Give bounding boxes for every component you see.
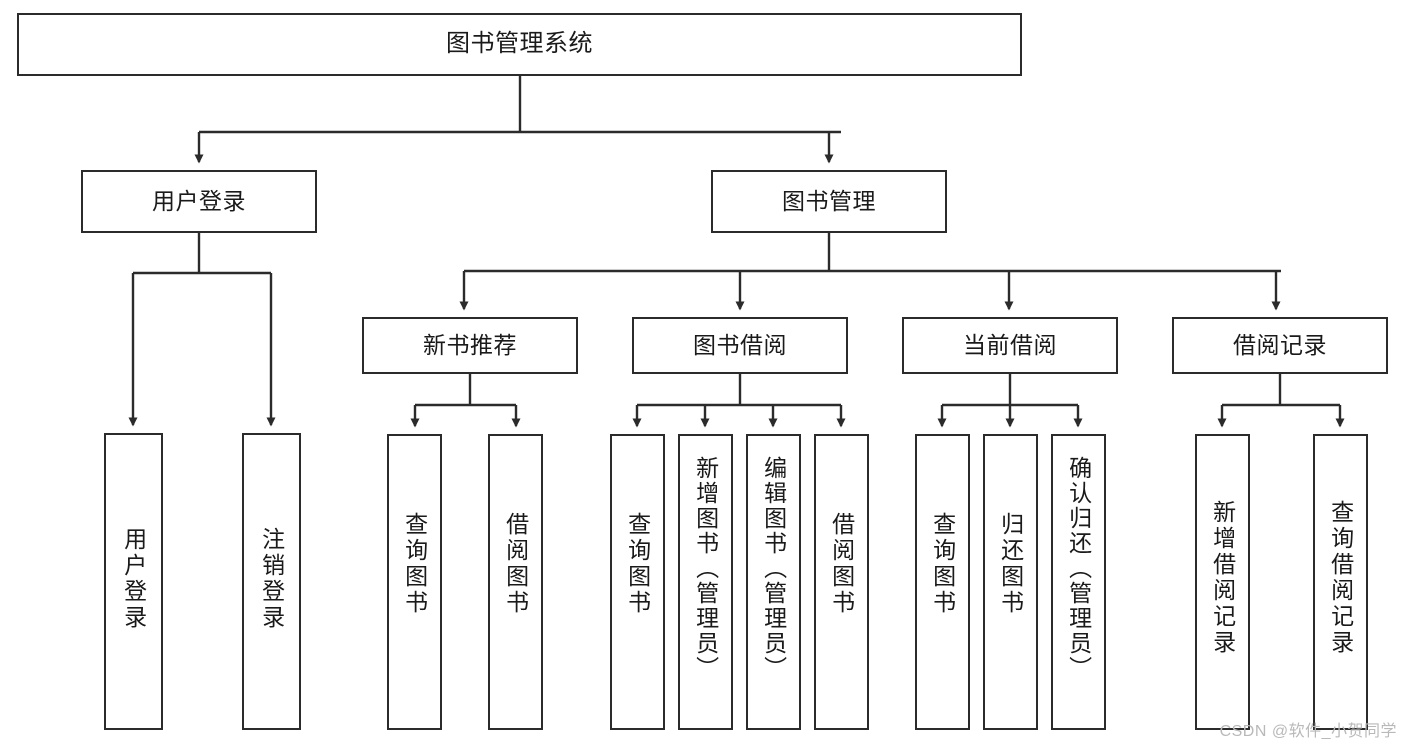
node-leaf-query-book-2[interactable]: 查询图书 (610, 434, 665, 730)
node-leaf-borrow-book-2[interactable]: 借阅图书 (814, 434, 869, 730)
node-leaf-add-book[interactable]: 新增图书（管理员） (678, 434, 733, 730)
node-current-borrow[interactable]: 当前借阅 (902, 317, 1118, 374)
node-leaf-query-book-3-label: 查询图书 (929, 512, 956, 616)
node-leaf-borrow-book-1-label: 借阅图书 (502, 512, 529, 616)
node-leaf-return-book-label: 归还图书 (997, 512, 1024, 616)
node-book-borrow[interactable]: 图书借阅 (632, 317, 848, 374)
node-root-label: 图书管理系统 (446, 30, 593, 58)
node-leaf-edit-book[interactable]: 编辑图书（管理员） (746, 434, 801, 730)
node-book-manage-label: 图书管理 (782, 187, 876, 214)
csdn-watermark: CSDN @软件_小贺同学 (1219, 723, 1397, 740)
node-current-borrow-label: 当前借阅 (963, 331, 1057, 358)
node-leaf-user-login[interactable]: 用户登录 (104, 433, 163, 730)
node-borrow-record[interactable]: 借阅记录 (1172, 317, 1388, 374)
node-book-borrow-label: 图书借阅 (693, 331, 787, 358)
node-root[interactable]: 图书管理系统 (17, 13, 1022, 76)
node-leaf-query-book-1-label: 查询图书 (401, 512, 428, 616)
node-user-login-label: 用户登录 (152, 187, 246, 214)
node-leaf-add-record[interactable]: 新增借阅记录 (1195, 434, 1250, 730)
node-leaf-borrow-book-2-label: 借阅图书 (828, 512, 855, 616)
node-leaf-query-record-label: 查询借阅记录 (1327, 500, 1354, 656)
node-leaf-logout-login-label: 注销登录 (258, 527, 285, 631)
node-leaf-user-login-label: 用户登录 (120, 527, 147, 631)
node-leaf-edit-book-label: 编辑图书（管理员） (760, 456, 787, 681)
node-leaf-borrow-book-1[interactable]: 借阅图书 (488, 434, 543, 730)
node-book-manage[interactable]: 图书管理 (711, 170, 947, 233)
node-new-book-recommend[interactable]: 新书推荐 (362, 317, 578, 374)
node-leaf-add-book-label: 新增图书（管理员） (692, 456, 719, 681)
node-borrow-record-label: 借阅记录 (1233, 331, 1327, 358)
node-leaf-query-record[interactable]: 查询借阅记录 (1313, 434, 1368, 730)
node-leaf-confirm-return-label: 确认归还（管理员） (1065, 456, 1092, 681)
node-leaf-query-book-2-label: 查询图书 (624, 512, 651, 616)
node-leaf-return-book[interactable]: 归还图书 (983, 434, 1038, 730)
node-leaf-query-book-1[interactable]: 查询图书 (387, 434, 442, 730)
node-new-book-recommend-label: 新书推荐 (423, 331, 517, 358)
node-leaf-query-book-3[interactable]: 查询图书 (915, 434, 970, 730)
node-leaf-add-record-label: 新增借阅记录 (1209, 500, 1236, 656)
node-user-login[interactable]: 用户登录 (81, 170, 317, 233)
node-leaf-logout-login[interactable]: 注销登录 (242, 433, 301, 730)
node-leaf-confirm-return[interactable]: 确认归还（管理员） (1051, 434, 1106, 730)
